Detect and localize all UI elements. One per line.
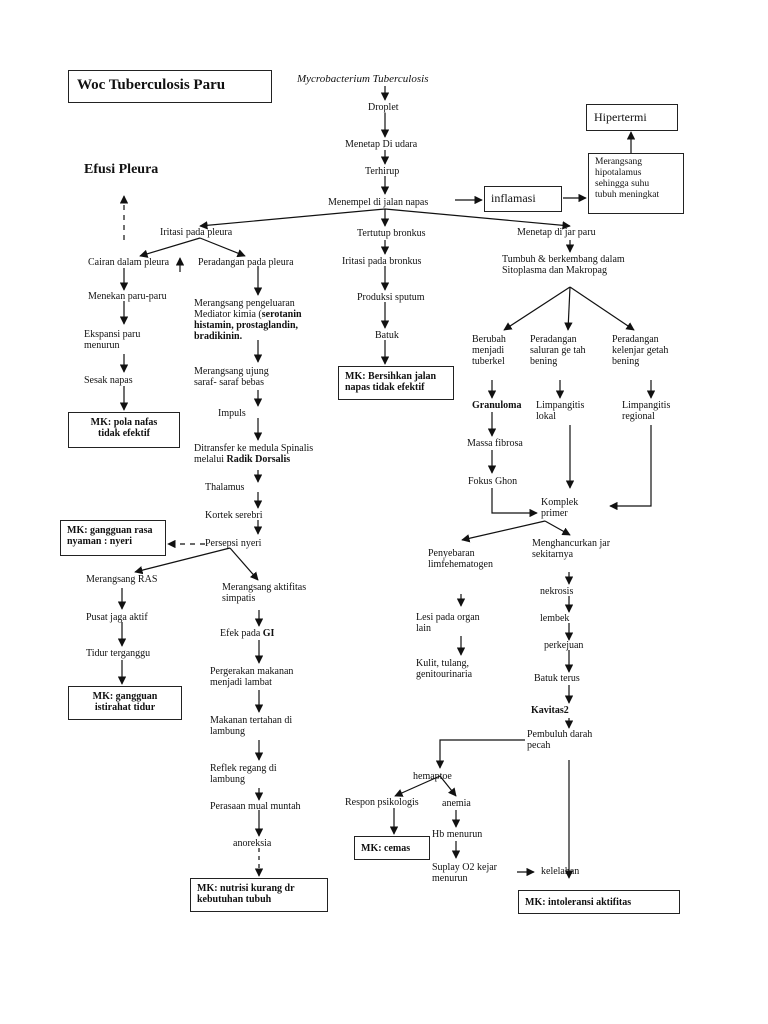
node-nekrosis: nekrosis: [540, 586, 574, 597]
node-ekspansi-paru: Ekspansi paru menurun: [84, 329, 141, 351]
node-merangsang-ras: Merangsang RAS: [86, 574, 158, 585]
node-penyebaran: Penyebaran limfehematogen: [428, 548, 493, 570]
mk-nutrisi: MK: nutrisi kurang dr kebutuhan tubuh: [190, 878, 328, 912]
node-kulit-tulang: Kulit, tulang, genitourinaria: [416, 658, 473, 680]
node-limfangitis-regional: Limpangitis regional: [622, 400, 671, 422]
node-fokus-ghon: Fokus Ghon: [468, 476, 518, 487]
node-batuk: Batuk: [375, 330, 399, 341]
mk-pola-nafas: MK: pola nafas tidak efektif: [68, 412, 180, 448]
node-kavitas: Kavitas2: [531, 705, 569, 716]
node-sesak-napas: Sesak napas: [84, 375, 133, 386]
mk-bersihkan-jalan-napas: MK: Bersihkan jalan napas tidak efektif: [338, 366, 454, 400]
node-menekan-paru: Menekan paru-paru: [88, 291, 167, 302]
node-efek-gi: Efek pada GI: [220, 628, 275, 639]
node-reflek-regang: Reflek regang di lambung: [210, 763, 277, 785]
node-pergerakan-makanan: Pergerakan makanan menjadi lambat: [210, 666, 294, 688]
node-lesi-organ: Lesi pada organ lain: [416, 612, 480, 634]
node-cairan-pleura: Cairan dalam pleura: [88, 257, 170, 268]
node-thalamus: Thalamus: [205, 482, 245, 493]
node-suplay-o2: Suplay O2 kejar menurun: [432, 862, 497, 884]
node-iritasi-bronkus: Iritasi pada bronkus: [342, 256, 422, 267]
node-limfangitis-lokal: Limpangitis lokal: [536, 400, 585, 422]
mk-cemas: MK: cemas: [354, 836, 430, 860]
node-impuls: Impuls: [218, 408, 246, 419]
node-berubah-tuberkel: Berubah menjadi tuberkel: [472, 334, 506, 367]
node-droplet: Droplet: [368, 102, 399, 113]
node-produksi-sputum: Produksi sputum: [357, 292, 425, 303]
node-makanan-tertahan: Makanan tertahan di lambung: [210, 715, 293, 737]
node-kompleks-primer: Komplek primer: [541, 497, 579, 519]
node-ditransfer: Ditransfer ke medula Spinalis melalui Ra…: [194, 443, 314, 465]
node-massa-fibrosa: Massa fibrosa: [467, 438, 523, 449]
node-cause: Mycrobacterium Tuberculosis: [297, 73, 429, 85]
node-efusi-pleura: Efusi Pleura: [84, 162, 159, 177]
node-inflamasi: inflamasi: [484, 186, 562, 212]
node-peradangan-saluran: Peradangan saluran ge tah bening: [530, 334, 586, 367]
node-menghancurkan: Menghancurkan jar sekitarnya: [532, 538, 611, 560]
node-hb-menurun: Hb menurun: [432, 829, 483, 840]
node-menetap-paru: Menetap di jar paru: [517, 227, 596, 238]
node-mual-muntah: Perasaan mual muntah: [210, 801, 301, 812]
node-merangsang-hipotalamus: Merangsang hipotalamus sehingga suhu tub…: [588, 153, 684, 214]
node-hipertermi: Hipertermi: [586, 104, 678, 131]
node-terhirup: Terhirup: [365, 166, 400, 177]
node-batuk-terus: Batuk terus: [534, 673, 580, 684]
node-lembek: lembek: [540, 613, 570, 624]
node-anemia: anemia: [442, 798, 471, 809]
node-korteks: Kortek serebri: [205, 510, 263, 521]
node-mediator-kimia: Merangsang pengeluaran Mediator kimia (s…: [194, 298, 302, 342]
node-pusat-jaga: Pusat jaga aktif: [86, 612, 148, 623]
node-perkejuan: perkejuan: [544, 640, 584, 651]
node-anoreksia: anoreksia: [233, 838, 272, 849]
node-kelelahan: kelelahan: [541, 866, 580, 877]
node-persepsi-nyeri: Persepsi nyeri: [205, 538, 262, 549]
mk-intoleransi-aktifitas: MK: intoleransi aktifitas: [518, 890, 680, 914]
node-pembuluh-darah: Pembuluh darah pecah: [527, 729, 593, 751]
node-peradangan-pleura: Peradangan pada pleura: [198, 257, 294, 268]
node-tumbuh-berkembang: Tumbuh & berkembang dalam Sitoplasma dan…: [502, 254, 625, 276]
mk-nyeri: MK: gangguan rasa nyaman : nyeri: [60, 520, 166, 556]
mk-istirahat-tidur: MK: gangguan istirahat tidur: [68, 686, 182, 720]
node-menempel: Menempel di jalan napas: [328, 197, 429, 208]
node-iritasi-pleura: Iritasi pada pleura: [160, 227, 233, 238]
diagram-title: Woc Tuberculosis Paru: [68, 70, 272, 103]
node-ujung-saraf: Merangsang ujung saraf- saraf bebas: [194, 366, 269, 388]
node-respon-psikologis: Respon psikologis: [345, 797, 419, 808]
node-granuloma: Granuloma: [472, 400, 522, 411]
node-peradangan-kelenjar: Peradangan kelenjar getah bening: [612, 334, 669, 367]
node-tertutup-bronkus: Tertutup bronkus: [357, 228, 426, 239]
node-tidur-terganggu: Tidur terganggu: [86, 648, 151, 659]
node-aktifitas-simpatis: Merangsang aktifitas simpatis: [222, 582, 307, 604]
node-hemaptoe: hemaptoe: [413, 771, 452, 782]
node-menetap-udara: Menetap Di udara: [345, 139, 418, 150]
